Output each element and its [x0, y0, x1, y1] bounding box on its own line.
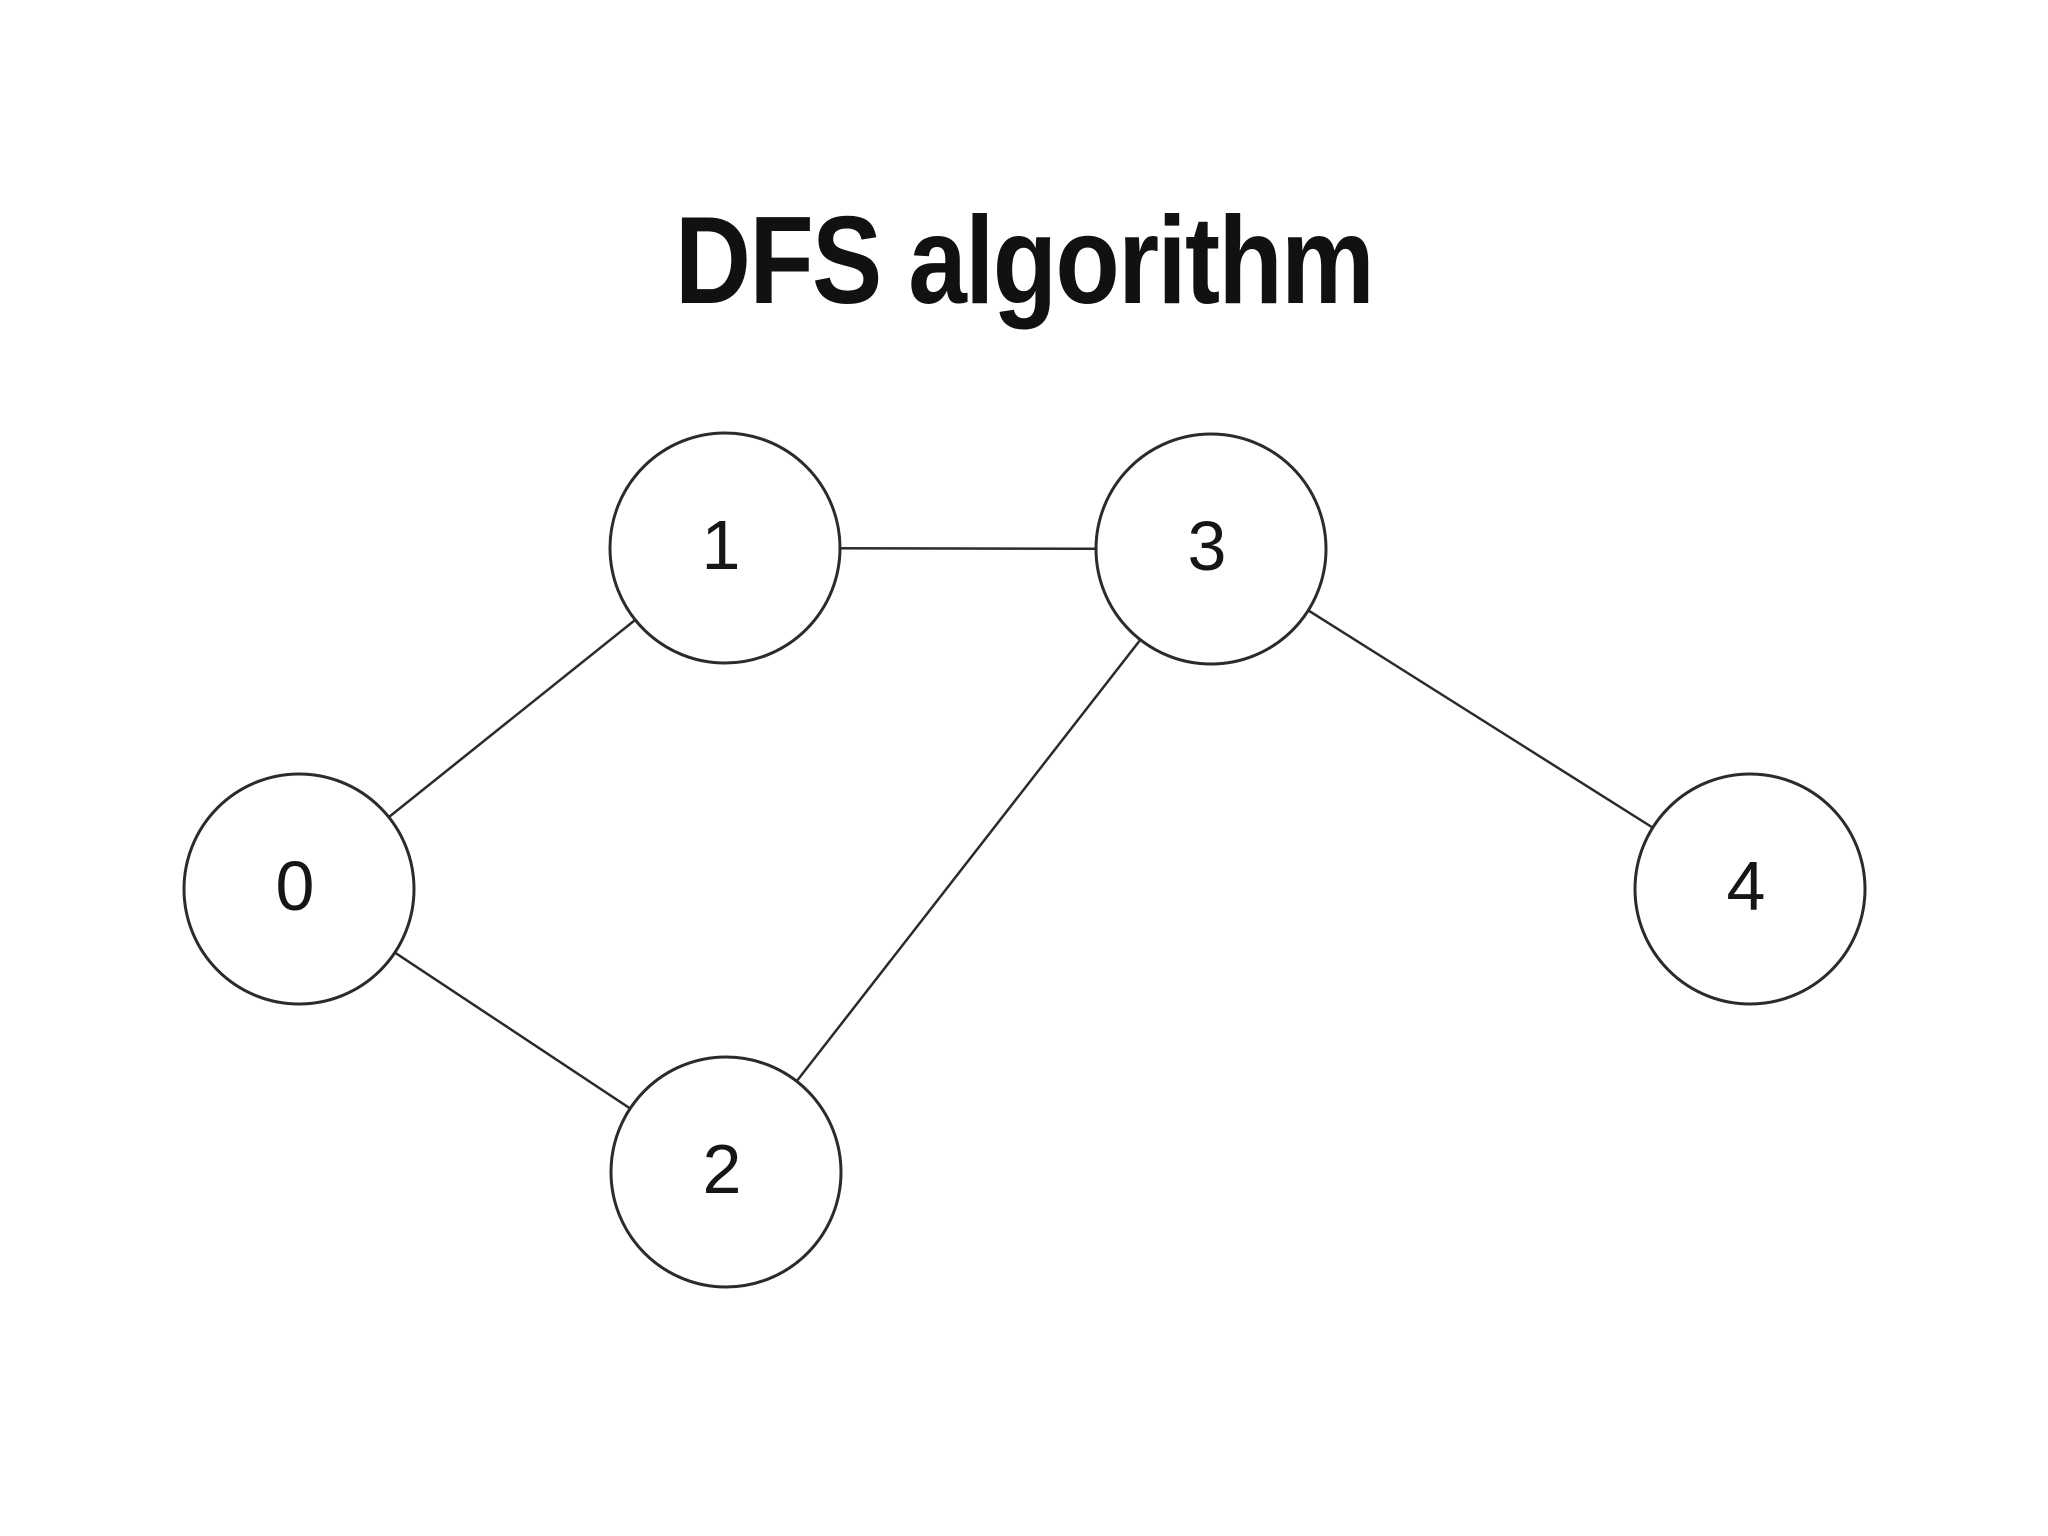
graph-edges [298, 546, 1751, 1174]
graph-node-label-2: 2 [703, 1130, 742, 1208]
graph-node-label-3: 3 [1188, 507, 1227, 585]
graph-node-1 [608, 431, 842, 665]
graph-node-label-4: 4 [1727, 847, 1766, 925]
graph-node-3 [1094, 432, 1328, 666]
graph-node-2 [609, 1055, 843, 1289]
graph-node-0 [182, 772, 416, 1006]
page-title: DFS algorithm [674, 192, 1375, 331]
graph-node-label-1: 1 [702, 506, 741, 584]
graph-node-4 [1633, 772, 1867, 1006]
graph-node-label-0: 0 [276, 847, 315, 925]
graph-nodes: 0 1 2 3 4 [182, 431, 1867, 1289]
graph-edge-2-3 [725, 548, 1212, 1173]
